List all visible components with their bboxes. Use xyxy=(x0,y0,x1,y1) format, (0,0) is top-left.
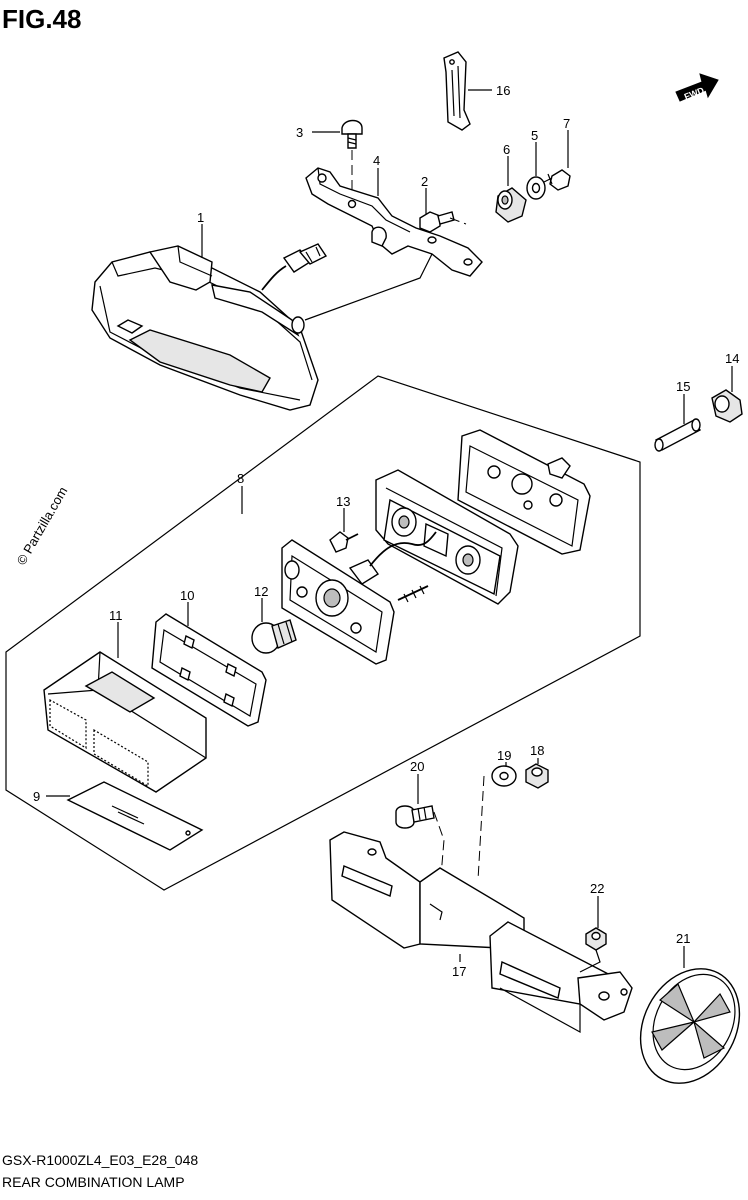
callout-4: 4 xyxy=(373,153,380,168)
assembly-frame xyxy=(5,375,641,891)
callout-11: 11 xyxy=(109,608,123,623)
callout-17: 17 xyxy=(452,964,466,979)
callout-8: 8 xyxy=(237,471,244,486)
part-3-screw xyxy=(341,119,363,149)
part-13-screw-lower xyxy=(397,585,429,603)
fwd-label: FWD xyxy=(683,85,706,102)
part-10-gasket xyxy=(151,613,267,727)
leader-lines xyxy=(46,89,733,968)
callout-1: 1 xyxy=(197,210,204,225)
part-19-washer xyxy=(491,765,517,787)
bulb-socket-plate xyxy=(281,531,437,665)
callout-22: 22 xyxy=(590,881,604,896)
part-2-bolt xyxy=(419,211,455,233)
model-code: GSX-R1000ZL4_E03_E28_048 xyxy=(2,1152,198,1168)
part-13-screw xyxy=(329,531,359,553)
part-11-lens xyxy=(43,651,207,793)
part-18-nut xyxy=(525,763,549,789)
callout-2: 2 xyxy=(421,174,428,189)
part-16-clip xyxy=(443,51,471,131)
callout-20: 20 xyxy=(410,759,424,774)
callout-18: 18 xyxy=(530,743,544,758)
part-14-cap-nut xyxy=(711,389,743,423)
callout-12: 12 xyxy=(254,584,268,599)
part-1-tail-lamp xyxy=(91,243,328,411)
callout-3: 3 xyxy=(296,125,303,140)
part-6-grommet xyxy=(495,187,527,223)
callout-5: 5 xyxy=(531,128,538,143)
callout-labels: 1 2 3 4 5 6 7 8 9 10 11 12 13 14 15 16 1… xyxy=(33,83,739,979)
figure-caption: REAR COMBINATION LAMP xyxy=(2,1174,185,1190)
part-22-nut xyxy=(585,927,607,951)
part-15-spacer xyxy=(654,418,701,452)
part-20-bolt xyxy=(395,805,435,829)
callout-15: 15 xyxy=(676,379,690,394)
lamp-housing xyxy=(375,469,519,605)
figure-title: FIG.48 xyxy=(2,4,81,34)
callout-13: 13 xyxy=(336,494,350,509)
callout-16: 16 xyxy=(496,83,510,98)
part-7-screw xyxy=(543,169,571,191)
part-5-washer xyxy=(526,176,546,200)
callout-6: 6 xyxy=(503,142,510,157)
lamp-gasket-rear xyxy=(457,429,591,555)
watermark: © Partzilla.com xyxy=(14,484,71,567)
part-4-bracket xyxy=(305,167,483,277)
part-12-bulb xyxy=(251,619,297,654)
callout-7: 7 xyxy=(563,116,570,131)
part-9-plate xyxy=(66,781,204,851)
callout-21: 21 xyxy=(676,931,690,946)
callout-19: 19 xyxy=(497,748,511,763)
callout-10: 10 xyxy=(180,588,194,603)
part-21-reflector xyxy=(639,968,741,1084)
fwd-arrow-icon: FWD xyxy=(675,73,719,102)
callout-14: 14 xyxy=(725,351,739,366)
callout-9: 9 xyxy=(33,789,40,804)
part-17-bracket xyxy=(329,831,633,1034)
